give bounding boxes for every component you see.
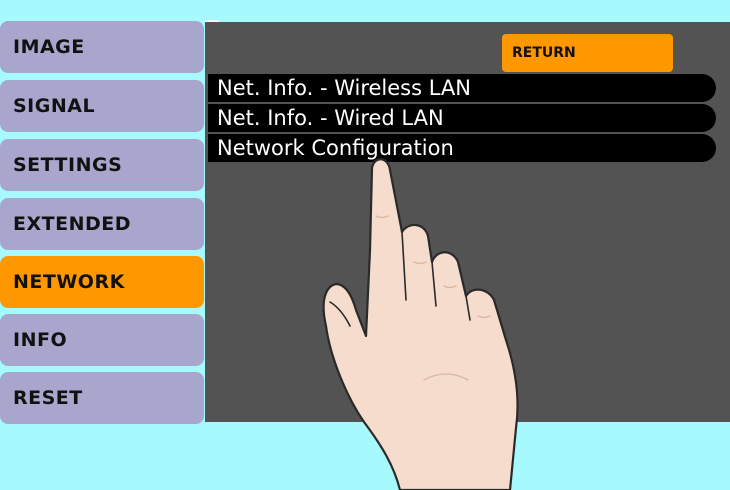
option-wired-lan-info[interactable]: Net. Info. - Wired LAN (208, 104, 716, 132)
return-button[interactable]: RETURN (502, 34, 673, 72)
menu-item-image[interactable]: IMAGE (0, 21, 204, 73)
menu-item-extended[interactable]: EXTENDED (0, 198, 204, 250)
menu-item-reset[interactable]: RESET (0, 372, 204, 424)
menu-item-settings[interactable]: SETTINGS (0, 139, 204, 191)
option-network-configuration[interactable]: Network Configuration (208, 134, 716, 162)
menu-item-network[interactable]: NETWORK (0, 256, 204, 308)
menu-item-signal[interactable]: SIGNAL (0, 80, 204, 132)
option-wireless-lan-info[interactable]: Net. Info. - Wireless LAN (208, 74, 716, 102)
menu-item-info[interactable]: INFO (0, 314, 204, 366)
